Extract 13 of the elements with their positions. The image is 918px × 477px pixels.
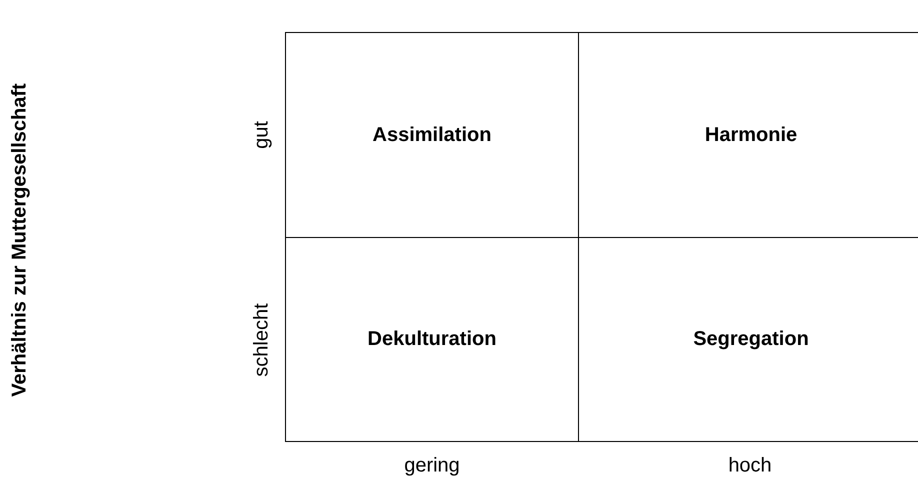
quadrant-label: Dekulturation <box>368 328 496 351</box>
matrix-quadrant <box>285 32 578 237</box>
matrix-quadrant <box>285 237 578 442</box>
quadrant-label: Assimilation <box>372 124 492 146</box>
axis-title: Verhältnis zur Muttergesellschaft <box>8 83 32 397</box>
quadrant-label: Harmonie <box>704 124 798 146</box>
axis-tick-label: gut <box>250 121 274 149</box>
matrix-quadrant <box>578 237 918 442</box>
matrix-quadrant <box>578 32 918 237</box>
axis-tick-label: gering <box>404 454 460 477</box>
quadrant-label: Segregation <box>693 328 809 351</box>
axis-tick-label: hoch <box>728 454 772 477</box>
axis-tick-label: schlecht <box>250 303 274 377</box>
